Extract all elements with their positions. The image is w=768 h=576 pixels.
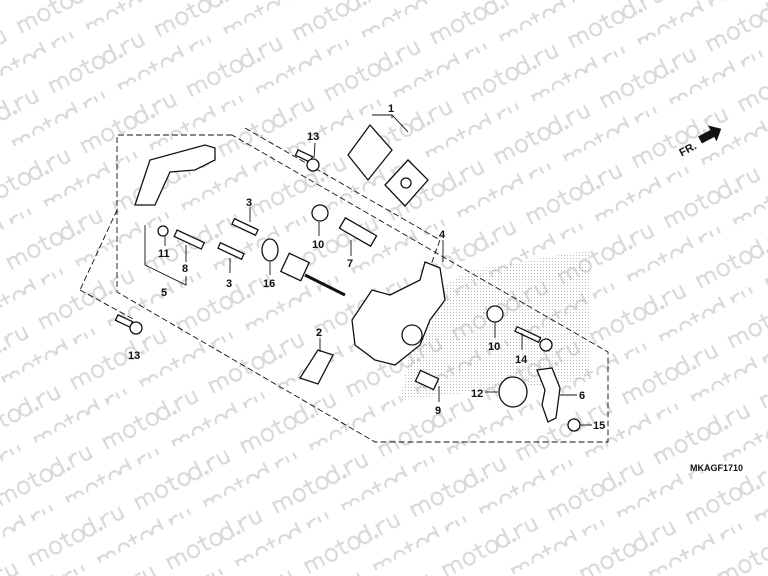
spacer-12 [498,376,528,408]
seal-16 [261,238,279,262]
caliper-bracket [134,144,216,206]
callout-15: 15 [593,420,605,432]
pin-7 [338,216,378,248]
callout-11: 11 [158,248,170,260]
pins-3 [217,217,259,261]
callout-1: 1 [388,103,394,115]
diagram-code: MKAGF1710 [690,463,743,473]
bracket-6 [536,367,561,423]
callout-16: 16 [263,278,275,290]
brake-pads [347,114,429,207]
bolt-14 [514,325,553,352]
caliper-piston [401,324,423,346]
callout-10: 10 [312,239,324,251]
callout-9: 9 [435,405,441,417]
callout-3: 3 [226,278,232,290]
callout-4: 4 [439,229,446,241]
callout-7: 7 [347,258,353,270]
leader-lines [144,115,592,426]
nut-15 [567,418,581,432]
boot-10-bottom [486,305,504,323]
callout-13: 13 [128,350,140,362]
bolt-8 [173,229,206,250]
bolt-9 [414,369,440,391]
seal-11 [157,225,169,237]
callout-6: 6 [579,390,585,402]
callout-8: 8 [182,263,188,275]
bolt-13-bottom [114,314,143,335]
bolt-13-top [294,149,320,172]
callout-2: 2 [316,327,322,339]
callout-13: 13 [307,131,319,143]
arrow-right-icon [698,125,722,144]
callout-5: 5 [161,287,167,299]
assembly-boundary [116,134,609,443]
piston-rod [279,252,346,297]
callout-14: 14 [515,354,528,366]
bracket-leader [79,209,118,291]
bolt-leader [79,289,136,321]
callout-12: 12 [471,388,483,400]
callout-10: 10 [488,341,500,353]
clip-2 [299,349,334,385]
boot-10-top [311,204,329,222]
callout-3: 3 [246,197,252,209]
